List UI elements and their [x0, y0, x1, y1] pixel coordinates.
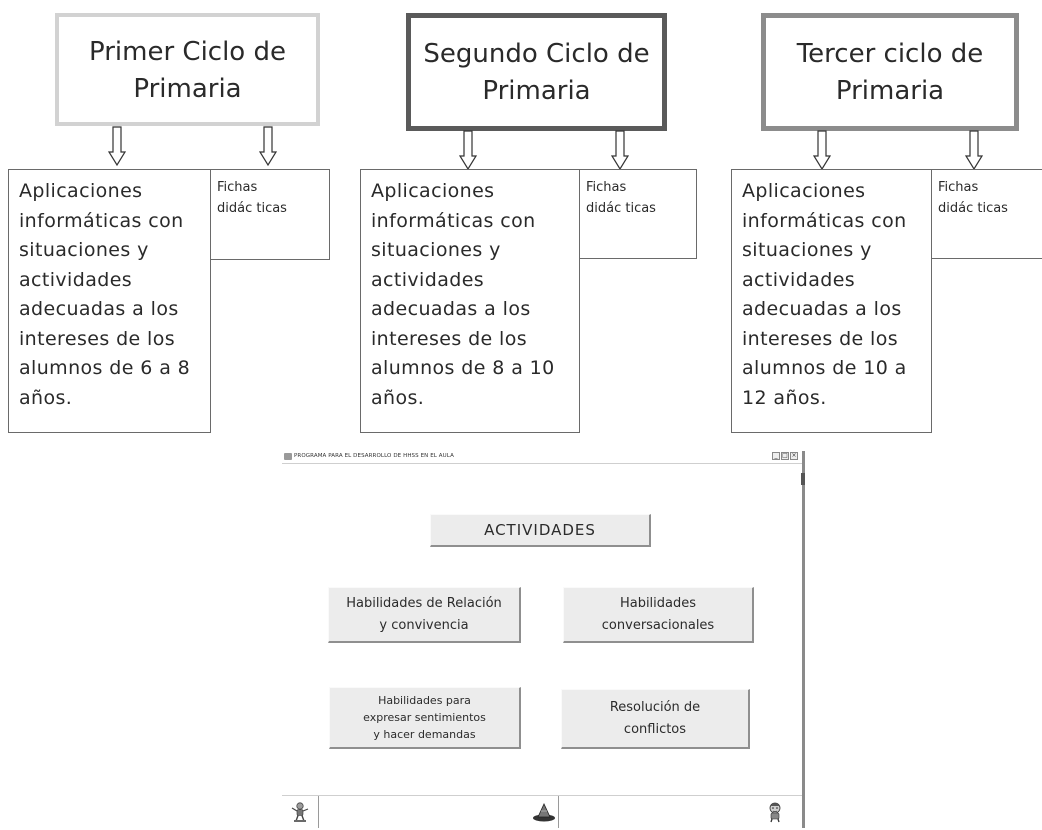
scrollbar-thumb[interactable]: [801, 473, 805, 485]
cycle-1-fichas-text: Fichas didác ticas: [217, 180, 287, 216]
character-left-icon[interactable]: [289, 801, 311, 823]
cycle-2-fichas-box: Fichas didác ticas: [579, 169, 697, 259]
cycle-3-title: Tercer ciclo de Primaria: [796, 39, 984, 106]
cycle-2-fichas-text: Fichas didác ticas: [586, 180, 656, 216]
cycle-2-title: Segundo Ciclo de Primaria: [423, 39, 650, 106]
down-arrow-icon: [108, 126, 126, 166]
resolucion-conflictos-button[interactable]: Resolución de conflictos: [561, 689, 750, 749]
close-button[interactable]: ×: [790, 452, 798, 460]
cycle-2-apps-text: Aplicaciones informáticas con situacione…: [371, 180, 555, 409]
down-arrow-icon: [259, 126, 277, 166]
resolucion-label: Resolución de conflictos: [609, 699, 701, 737]
cycle-1-title-box: Primer Ciclo de Primaria: [55, 13, 320, 126]
window-title: PROGRAMA PARA EL DESARROLLO DE HHSS EN E…: [294, 453, 454, 459]
conversacionales-button[interactable]: Habilidades conversacionales: [563, 587, 754, 643]
cycle-1-title: Primer Ciclo de Primaria: [89, 36, 286, 104]
toolbar-divider: [318, 796, 319, 828]
cycle-1-fichas-box: Fichas didác ticas: [210, 169, 330, 260]
cycle-1-apps-text: Aplicaciones informáticas con situacione…: [19, 180, 191, 409]
cycle-3-fichas-text: Fichas didác ticas: [938, 180, 1008, 216]
maximize-button[interactable]: □: [781, 452, 789, 460]
window-titlebar: PROGRAMA PARA EL DESARROLLO DE HHSS EN E…: [282, 451, 802, 464]
cycle-1-apps-box: Aplicaciones informáticas con situacione…: [8, 169, 211, 433]
app-window: PROGRAMA PARA EL DESARROLLO DE HHSS EN E…: [282, 451, 805, 828]
actividades-label: ACTIVIDADES: [484, 521, 596, 539]
relacion-label: Habilidades de Relación y convivencia: [346, 595, 502, 633]
window-controls: _ □ ×: [772, 452, 798, 460]
minimize-button[interactable]: _: [772, 452, 780, 460]
conversacionales-label: Habilidades conversacionales: [601, 595, 715, 633]
down-arrow-icon: [965, 130, 983, 170]
character-right-icon[interactable]: [764, 801, 786, 823]
expresar-label: Habilidades para expresar sentimientos y…: [363, 694, 486, 741]
down-arrow-icon: [611, 130, 629, 170]
relacion-convivencia-button[interactable]: Habilidades de Relación y convivencia: [328, 587, 521, 643]
cycle-3-apps-box: Aplicaciones informáticas con situacione…: [731, 169, 932, 433]
cycle-2-title-box: Segundo Ciclo de Primaria: [406, 13, 667, 131]
cycle-3-apps-text: Aplicaciones informáticas con situacione…: [742, 180, 907, 409]
cycle-2-apps-box: Aplicaciones informáticas con situacione…: [360, 169, 580, 433]
app-icon: [284, 453, 292, 460]
toolbar-divider: [558, 796, 559, 828]
down-arrow-icon: [459, 130, 477, 170]
hat-icon[interactable]: [531, 801, 557, 823]
cycle-3-fichas-box: Fichas didác ticas: [931, 169, 1042, 259]
expresar-sentimientos-button[interactable]: Habilidades para expresar sentimientos y…: [329, 687, 521, 749]
cycle-3-title-box: Tercer ciclo de Primaria: [761, 13, 1019, 131]
bottom-toolbar: [282, 795, 802, 828]
down-arrow-icon: [813, 130, 831, 170]
actividades-button[interactable]: ACTIVIDADES: [430, 514, 651, 547]
